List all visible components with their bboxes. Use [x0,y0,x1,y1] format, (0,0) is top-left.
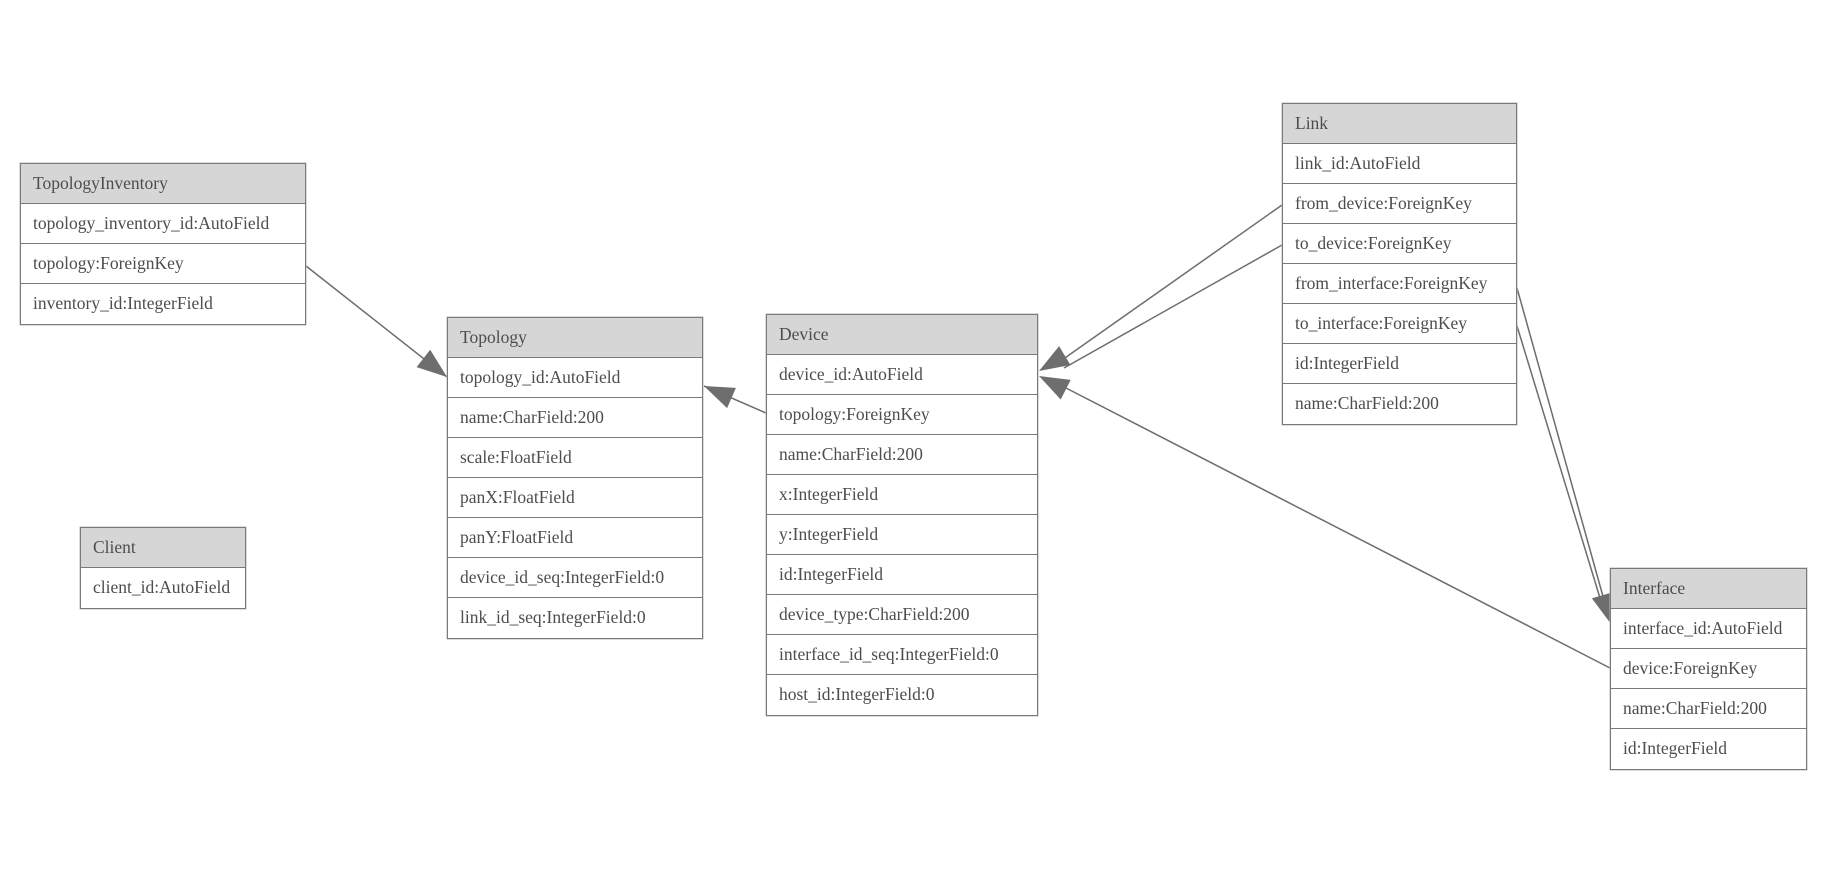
field-row: topology:ForeignKey [21,244,305,284]
field-row: link_id:AutoField [1283,144,1516,184]
field-row: y:IntegerField [767,515,1037,555]
arrowhead-into-topology-left [416,349,447,377]
entity-title-client: Client [81,528,245,568]
arrowhead-into-topology-right [704,386,736,409]
field-row: host_id:IntegerField:0 [767,675,1037,715]
relationship-line-link-to-interface [1516,325,1601,599]
entity-title-topology-inventory: TopologyInventory [21,164,305,204]
field-row: interface_id:AutoField [1611,609,1806,649]
entity-title-interface: Interface [1611,569,1806,609]
field-row: id:IntegerField [1283,344,1516,384]
field-row: name:CharField:200 [1283,384,1516,424]
field-row: panY:FloatField [448,518,702,558]
field-row: topology:ForeignKey [767,395,1037,435]
field-row: topology_id:AutoField [448,358,702,398]
field-row: panX:FloatField [448,478,702,518]
field-row: from_device:ForeignKey [1283,184,1516,224]
field-row: name:CharField:200 [767,435,1037,475]
field-row: from_interface:ForeignKey [1283,264,1516,304]
field-row: topology_inventory_id:AutoField [21,204,305,244]
entity-title-device: Device [767,315,1037,355]
field-row: device_id_seq:IntegerField:0 [448,558,702,598]
entity-title-link: Link [1283,104,1516,144]
entity-title-topology: Topology [448,318,702,358]
field-row: name:CharField:200 [448,398,702,438]
relationship-line-device-topology [703,385,767,414]
field-row: name:CharField:200 [1611,689,1806,729]
field-row: interface_id_seq:IntegerField:0 [767,635,1037,675]
field-row: x:IntegerField [767,475,1037,515]
arrowhead-into-device-from-interface [1039,376,1071,400]
field-row: id:IntegerField [1611,729,1806,769]
relationship-line-interface-device [1065,387,1611,669]
relationship-line-link-from-device-to-device [1061,204,1283,361]
field-row: client_id:AutoField [81,568,245,608]
relationship-line-topologyinventory-topology [305,265,448,378]
field-row: scale:FloatField [448,438,702,478]
relationship-line-link-to-device-to-device [1063,244,1283,369]
field-row: inventory_id:IntegerField [21,284,305,324]
field-row: link_id_seq:IntegerField:0 [448,598,702,638]
field-row: to_device:ForeignKey [1283,224,1516,264]
field-row: device_id:AutoField [767,355,1037,395]
field-row: id:IntegerField [767,555,1037,595]
field-row: device_type:CharField:200 [767,595,1037,635]
field-row: to_interface:ForeignKey [1283,304,1516,344]
arrowhead-into-device-from-link [1039,346,1071,371]
field-row: device:ForeignKey [1611,649,1806,689]
relationship-line-link-from-interface [1516,287,1605,601]
